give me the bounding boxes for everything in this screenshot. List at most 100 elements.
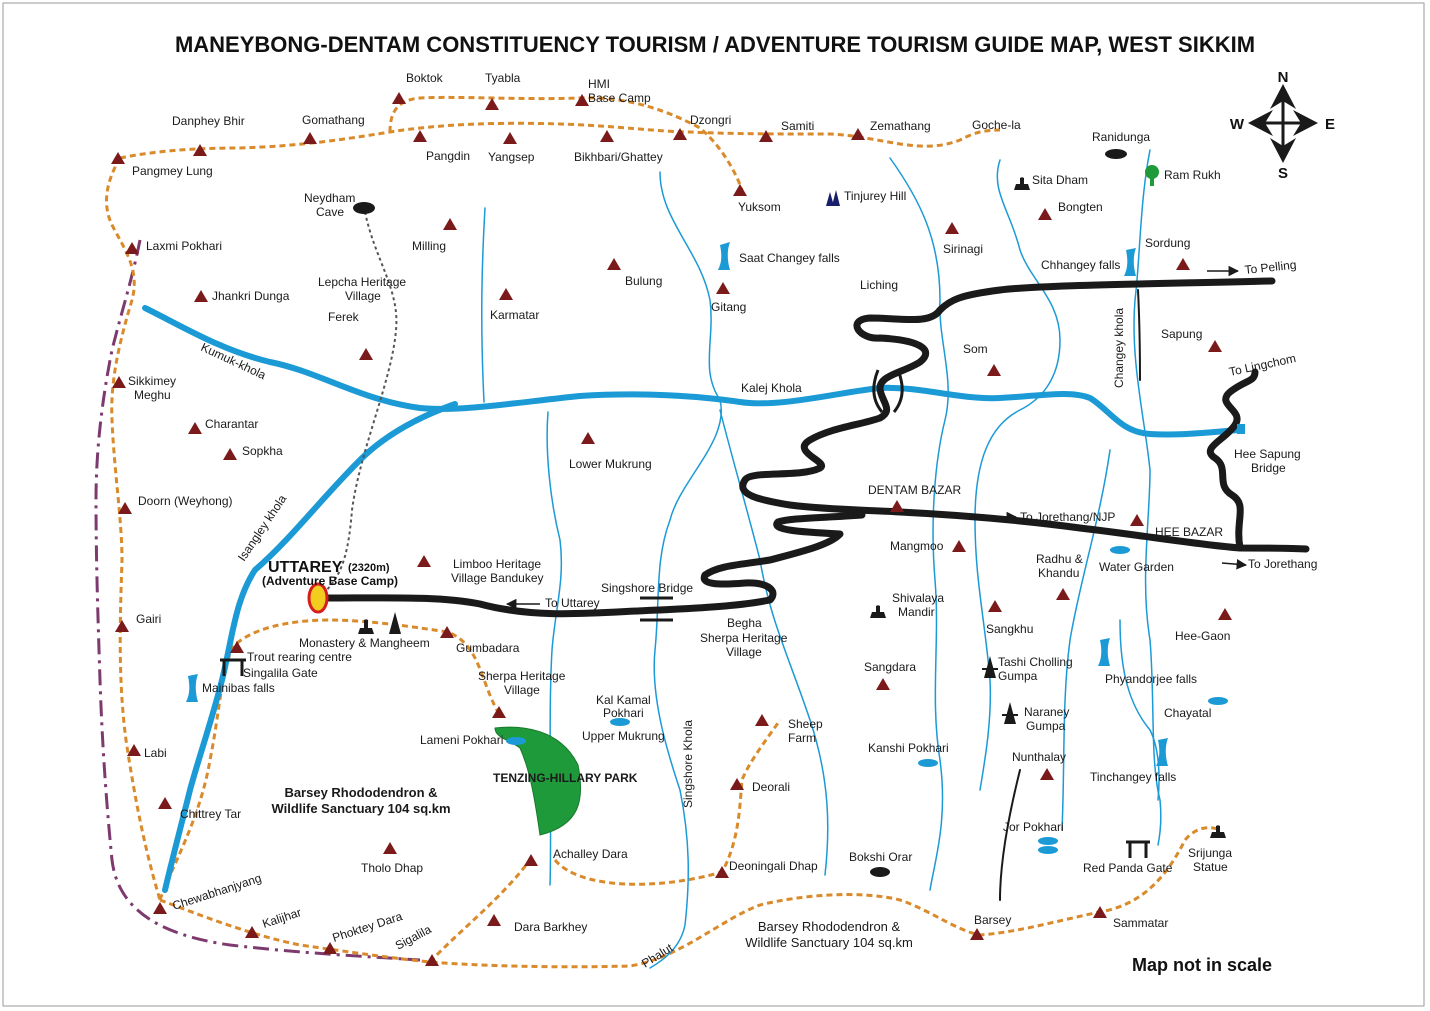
trail-sigalila xyxy=(428,859,532,964)
label-to-jorethang: To Jorethang xyxy=(1248,557,1317,571)
peak-boktok xyxy=(392,92,406,104)
gumpa-tashi-cholling-icon xyxy=(982,656,998,678)
peak-sikkimey-meghu xyxy=(112,376,126,388)
label-bokshi-orar: Bokshi Orar xyxy=(849,850,912,864)
peak-sopkha xyxy=(223,448,237,460)
religious-site-markers xyxy=(358,177,1226,838)
label-hee-gaon: Hee-Gaon xyxy=(1175,629,1230,643)
label-mainibas: Mainibas falls xyxy=(202,681,275,695)
lake-hee-sapung-icon xyxy=(1237,424,1245,434)
ropeway-line xyxy=(317,211,398,599)
peak-dentam-bazar xyxy=(890,500,904,512)
label-srijunga-2: Statue xyxy=(1193,860,1228,874)
waterfall-tinchangey-icon xyxy=(1156,738,1168,766)
label-sapung: Sapung xyxy=(1161,327,1202,341)
label-adventure-base-camp: (Adventure Base Camp) xyxy=(262,574,398,588)
gate-red-panda-icon xyxy=(1126,840,1150,858)
label-radhu-1: Radhu & xyxy=(1036,552,1083,566)
road-network xyxy=(316,277,1310,901)
lake-kanshi-icon xyxy=(918,759,938,767)
peak-pangdin xyxy=(413,130,427,142)
label-uttarey-elevation: (2320m) xyxy=(348,562,390,574)
base-camp-label: UTTAREY (2320m) (Adventure Base Camp) xyxy=(262,559,398,588)
label-sheep-1: Sheep xyxy=(788,717,823,731)
stream-4 xyxy=(889,157,949,891)
waterfall-chhangey-icon xyxy=(1124,248,1136,276)
label-chittrey-tar: Chittrey Tar xyxy=(180,807,241,821)
tinjurey-hill-icon xyxy=(826,190,840,206)
label-sammatar: Sammatar xyxy=(1113,916,1168,930)
peak-limboo xyxy=(417,555,431,567)
label-phalut: Phalut xyxy=(639,940,676,970)
label-barsey: Barsey xyxy=(974,913,1011,927)
label-yuksom: Yuksom xyxy=(738,200,781,214)
base-camp-marker xyxy=(307,582,329,614)
label-neydham-1: Neydham xyxy=(304,191,355,205)
lake-lameni-icon xyxy=(506,737,526,745)
label-gumbadara: Gumbadara xyxy=(456,641,520,655)
label-river-kalej: Kalej Khola xyxy=(741,381,802,395)
peak-bulung xyxy=(607,258,621,270)
label-river-singshore: Singshore Khola xyxy=(681,720,695,808)
cave-ranidunga-icon xyxy=(1105,149,1127,159)
label-lepcha-2: Village xyxy=(345,289,381,303)
label-chewabhanjyang: Chewabhanjyang xyxy=(171,871,264,913)
label-sherpa-heritage-2: Village xyxy=(504,683,540,697)
label-singalila-gate: Singalila Gate xyxy=(243,666,318,680)
road-lingchom xyxy=(1206,368,1259,552)
label-saat-changey: Saat Changey falls xyxy=(739,251,840,265)
bridge-singshore xyxy=(640,596,673,622)
label-river-changey: Changey khola xyxy=(1112,308,1126,388)
label-dara-barkhey: Dara Barkhey xyxy=(514,920,587,934)
bridge-kalej xyxy=(872,369,904,413)
label-karmatar: Karmatar xyxy=(490,308,539,322)
label-kal-kamal-1: Kal Kamal xyxy=(596,693,651,707)
label-tashi-2: Gumpa xyxy=(998,669,1038,683)
direction-arrows xyxy=(505,265,1248,610)
compass-s: S xyxy=(1278,165,1288,182)
tenzing-hillary-park-area xyxy=(494,726,582,836)
peak-hee-bazar xyxy=(1130,514,1144,526)
peak-laxmi-pokhari xyxy=(125,242,139,254)
waterfall-phyandorjee-icon xyxy=(1098,638,1110,666)
label-trout: Trout rearing centre xyxy=(247,650,352,664)
label-samiti: Samiti xyxy=(781,119,814,133)
label-sirinagi: Sirinagi xyxy=(943,242,983,256)
stream-1 xyxy=(481,207,486,403)
sanctuary-west-label: Barsey Rhododendron & Wildlife Sanctuary… xyxy=(271,785,450,816)
label-neydham-2: Cave xyxy=(316,205,344,219)
cave-bokshi-orar-icon xyxy=(870,867,890,877)
peak-deorali xyxy=(730,778,744,790)
label-naraney-2: Gumpa xyxy=(1026,719,1066,733)
peak-milling xyxy=(443,218,457,230)
peak-nunthalay xyxy=(1040,768,1054,780)
trail-west-ridge xyxy=(105,157,162,901)
label-deoningali: Deoningali Dhap xyxy=(729,859,818,873)
peak-sigalila xyxy=(425,954,439,966)
peak-chittrey-tar xyxy=(158,797,172,809)
label-zemathang: Zemathang xyxy=(870,119,931,133)
label-hee-bazar: HEE BAZAR xyxy=(1155,525,1223,539)
label-sherpa-heritage-1: Sherpa Heritage xyxy=(478,669,566,683)
peak-phoktey-dara xyxy=(323,942,337,954)
cave-markers xyxy=(353,149,1127,877)
label-tinchangey: Tinchangey falls xyxy=(1090,770,1176,784)
label-hee-sapung-2: Bridge xyxy=(1251,461,1286,475)
label-doorn: Doorn (Weyhong) xyxy=(138,494,233,508)
label-sangkhu: Sangkhu xyxy=(986,622,1033,636)
road-uttarey xyxy=(316,511,866,618)
waterfall-markers xyxy=(186,242,1168,766)
peak-sammatar xyxy=(1093,906,1107,918)
peak-achalley-dara xyxy=(524,854,538,866)
temple-shivalaya-icon xyxy=(870,605,886,618)
trail-north-loop xyxy=(388,95,744,191)
label-lepcha-1: Lepcha Heritage xyxy=(318,275,406,289)
label-sanctuary-west-2: Wildlife Sanctuary 104 sq.km xyxy=(271,801,450,816)
road-main xyxy=(739,277,1310,553)
label-sita-dham: Sita Dham xyxy=(1032,173,1088,187)
peak-trout xyxy=(230,641,244,653)
compass-rose xyxy=(1248,84,1318,163)
stream-6 xyxy=(1061,449,1111,831)
label-sherpa-begha-1: Sherpa Heritage xyxy=(700,631,788,645)
label-gairi: Gairi xyxy=(136,612,161,626)
